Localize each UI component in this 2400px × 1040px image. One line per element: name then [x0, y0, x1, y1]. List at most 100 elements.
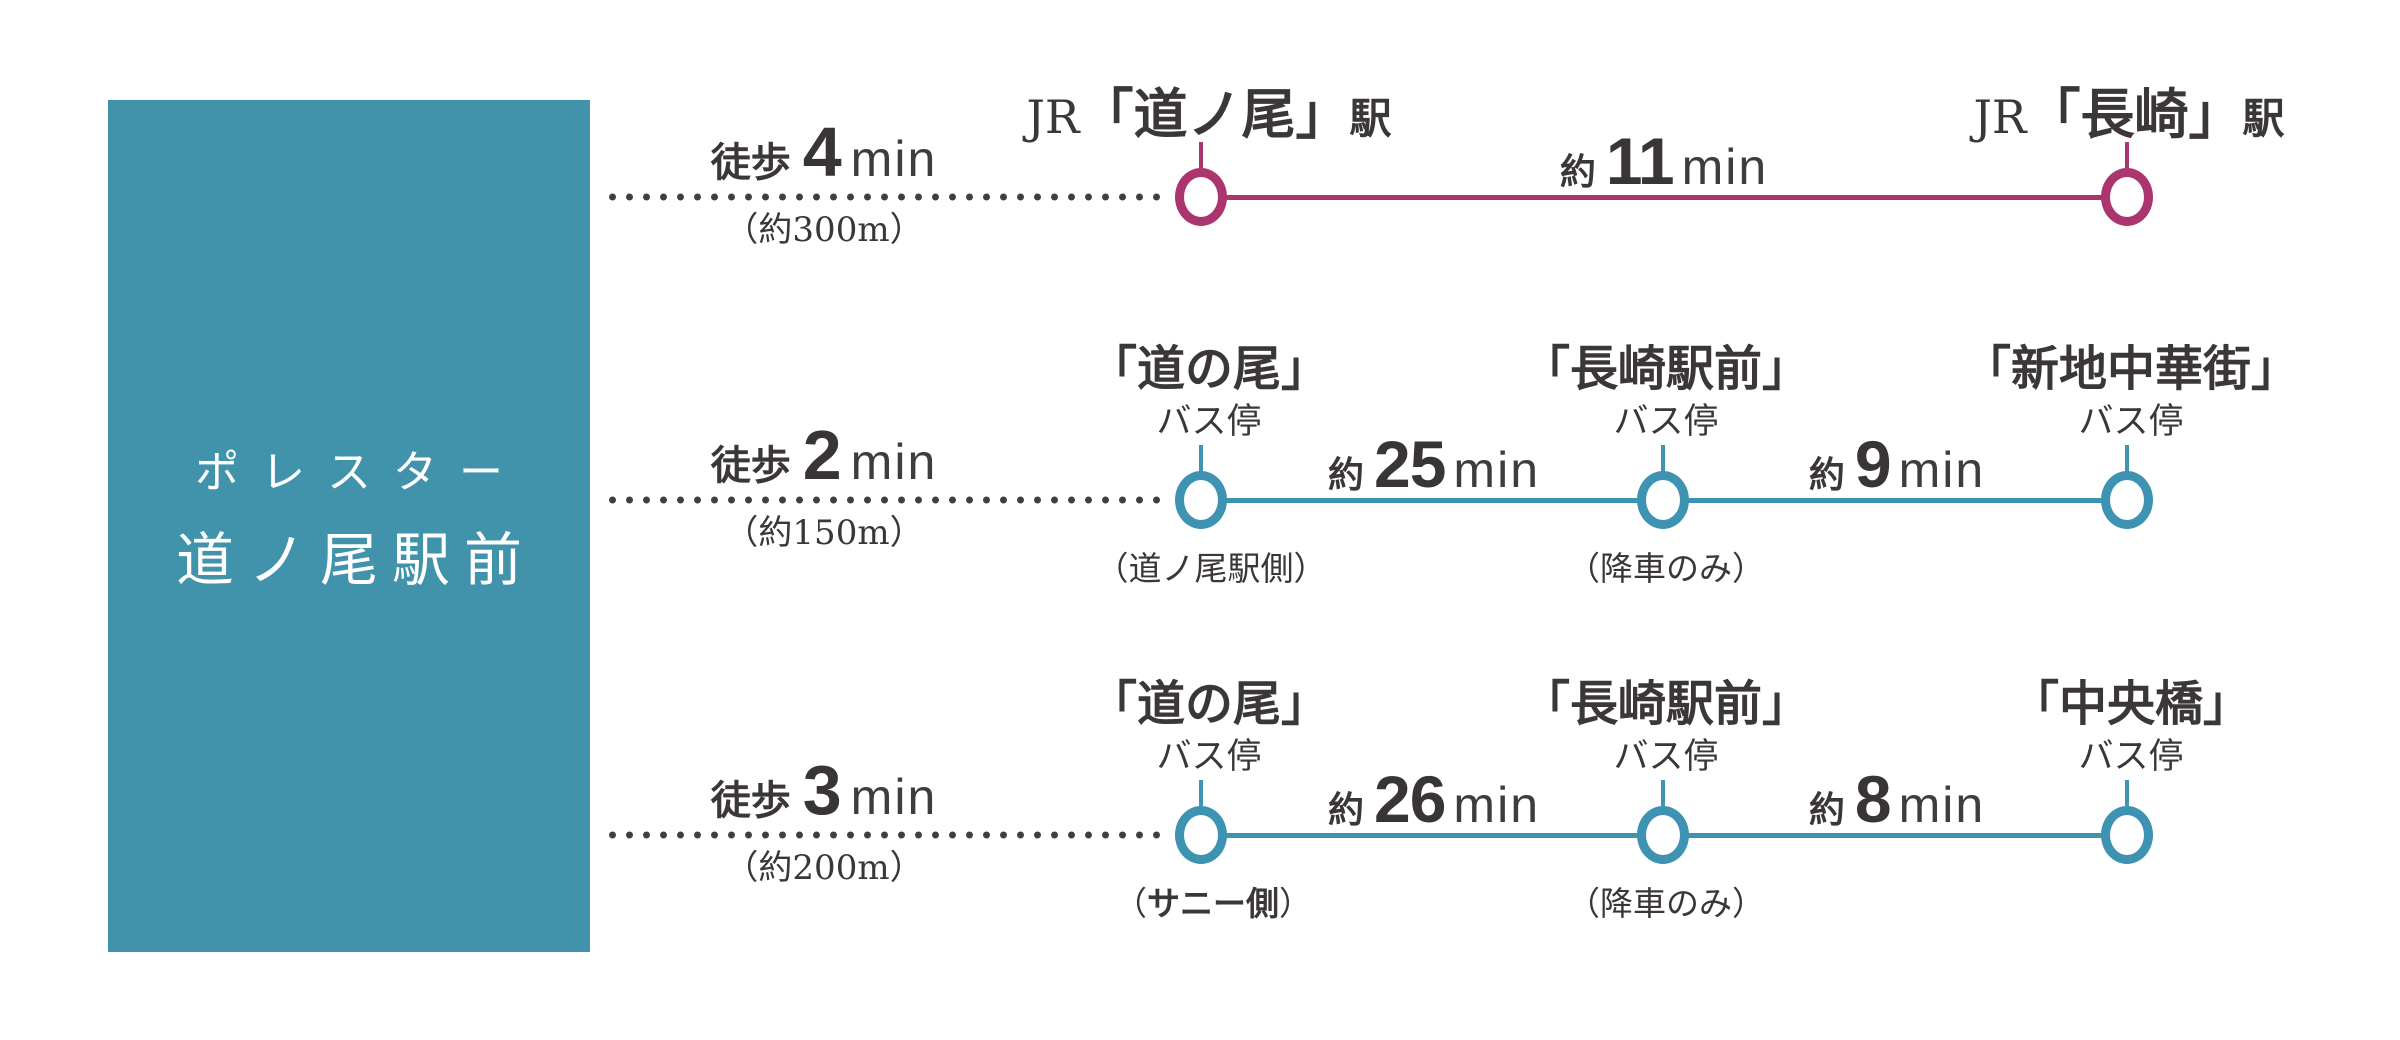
- walk-minutes: 2: [802, 416, 842, 494]
- station-jr-prefix: JR: [1973, 90, 2027, 144]
- walk-mode-label: 徒歩: [710, 777, 791, 824]
- property-name-box: ポレスター 道ノ尾駅前: [108, 100, 590, 952]
- station-tick: [2125, 142, 2129, 168]
- station-name: 「長崎」: [2026, 82, 2243, 146]
- station-node-michinoo: [1175, 168, 1227, 226]
- note-close: ）: [1732, 884, 1765, 923]
- busstop-node-chuobashi: [2101, 806, 2153, 864]
- walk-dotted-line: [604, 496, 1170, 504]
- walk-mode-label: 徒歩: [710, 442, 791, 489]
- busstop-label-nagasakiekimae: 「長崎駅前」 バス停: [1522, 345, 1810, 440]
- walk-distance: （約200m）: [724, 848, 924, 888]
- busstop-tick: [2125, 780, 2129, 806]
- note-open: （: [1114, 884, 1147, 923]
- walk-unit: min: [850, 131, 938, 187]
- busstop-type: バス停: [1613, 737, 1719, 777]
- busstop-node-michinoo: [1175, 806, 1227, 864]
- busstop-name: 「中央橋」: [2010, 676, 2252, 732]
- busstop-note: （降車のみ）: [1567, 552, 1765, 585]
- busstop-tick: [1661, 445, 1665, 471]
- ride-unit: min: [1453, 777, 1541, 833]
- busstop-name: 「道の尾」: [1088, 676, 1330, 732]
- busstop-name: 「長崎駅前」: [1521, 341, 1811, 397]
- note-open: （: [1567, 884, 1600, 923]
- ride-minutes: 26: [1374, 762, 1446, 836]
- note-body: 降車のみ: [1600, 549, 1732, 588]
- property-name-line2: 道ノ尾駅前: [175, 526, 536, 594]
- note-close: ）: [1293, 549, 1327, 588]
- bus-line-segment: [1663, 498, 2123, 503]
- busstop-note: （降車のみ）: [1567, 887, 1765, 920]
- station-name: 「道ノ尾」: [1079, 82, 1350, 146]
- busstop-type: バス停: [1613, 402, 1719, 442]
- busstop-label-michinoo: 「道の尾」 バス停: [1089, 680, 1329, 775]
- station-jr-prefix: JR: [1026, 90, 1080, 144]
- station-tick: [1199, 142, 1203, 168]
- ride-unit: min: [1453, 442, 1541, 498]
- busstop-type: バス停: [1156, 737, 1262, 777]
- busstop-tick: [1199, 780, 1203, 806]
- busstop-note: （道ノ尾駅側）: [1096, 552, 1327, 585]
- note-body: 降車のみ: [1600, 884, 1732, 923]
- busstop-name: 「新地中華街」: [1962, 341, 2300, 397]
- note-close: ）: [1732, 549, 1765, 588]
- busstop-tick: [1199, 445, 1203, 471]
- busstop-name: 「長崎駅前」: [1521, 676, 1811, 732]
- note-open: （: [1095, 549, 1129, 588]
- station-label-michinoo: JR「道ノ尾」駅: [1026, 87, 1391, 141]
- ride-unit: min: [1681, 139, 1769, 195]
- note-body: サニー側: [1147, 884, 1279, 923]
- busstop-type: バス停: [2078, 737, 2184, 777]
- busstop-node-michinoo: [1175, 471, 1227, 529]
- note-body: 道ノ尾駅側: [1128, 549, 1294, 588]
- busstop-note: （サニー側）: [1114, 887, 1312, 920]
- train-line: [1205, 195, 2123, 200]
- ride-minutes: 8: [1854, 762, 1892, 836]
- busstop-type: バス停: [1156, 402, 1262, 442]
- walk-distance: （約300m）: [724, 210, 924, 250]
- station-label-nagasaki: JR「長崎」駅: [1973, 87, 2284, 141]
- ride-approx-label: 約: [1559, 151, 1596, 193]
- busstop-name: 「道の尾」: [1088, 341, 1330, 397]
- note-open: （: [1567, 549, 1600, 588]
- busstop-node-nagasakiekimae: [1637, 471, 1689, 529]
- walk-mode-label: 徒歩: [710, 139, 791, 186]
- busstop-label-chuobashi: 「中央橋」 バス停: [2011, 680, 2251, 775]
- busstop-tick: [2125, 445, 2129, 471]
- ride-approx-label: 約: [1808, 789, 1845, 831]
- busstop-type: バス停: [2078, 402, 2184, 442]
- walk-unit: min: [850, 434, 938, 490]
- walk-distance: （約150m）: [724, 513, 924, 553]
- walk-dotted-line: [604, 831, 1170, 839]
- ride-approx-label: 約: [1327, 454, 1365, 496]
- ride-minutes: 9: [1854, 427, 1892, 501]
- busstop-label-michinoo: 「道の尾」 バス停: [1089, 345, 1329, 440]
- bus-line-segment: [1663, 833, 2123, 838]
- ride-approx-label: 約: [1808, 454, 1845, 496]
- bus-line-segment: [1205, 833, 1663, 838]
- station-suffix: 駅: [2242, 94, 2285, 143]
- note-close: ）: [1279, 884, 1312, 923]
- bus-line-segment: [1205, 498, 1663, 503]
- busstop-node-shinchi: [2101, 471, 2153, 529]
- busstop-tick: [1661, 780, 1665, 806]
- station-node-nagasaki: [2101, 168, 2153, 226]
- busstop-node-nagasakiekimae: [1637, 806, 1689, 864]
- busstop-label-shinchi: 「新地中華街」 バス停: [1963, 345, 2299, 440]
- ride-minutes: 25: [1374, 427, 1446, 501]
- ride-unit: min: [1898, 777, 1986, 833]
- busstop-label-nagasakiekimae: 「長崎駅前」 バス停: [1522, 680, 1810, 775]
- walk-unit: min: [850, 769, 938, 825]
- ride-unit: min: [1898, 442, 1986, 498]
- walk-minutes: 3: [802, 751, 842, 829]
- ride-approx-label: 約: [1327, 789, 1365, 831]
